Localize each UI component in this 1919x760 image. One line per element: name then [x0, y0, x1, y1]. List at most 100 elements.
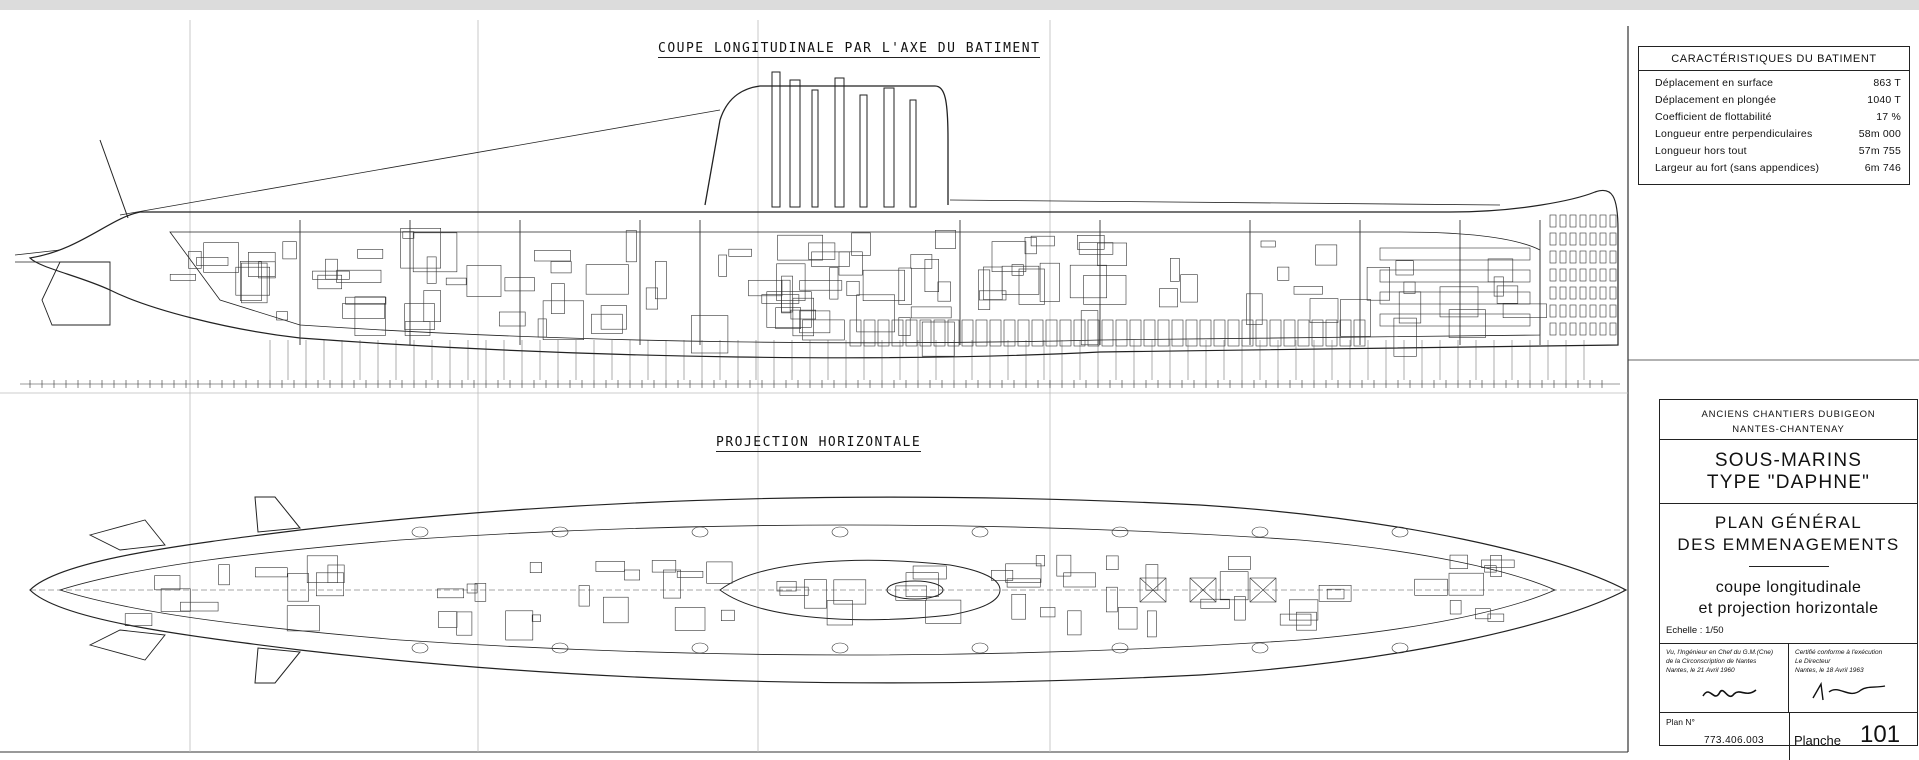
- compartment-details: [169, 214, 1617, 357]
- hatch-top: [1111, 526, 1129, 538]
- equipment-box: [1340, 298, 1371, 337]
- type-line-2: TYPE "DAPHNE": [1706, 472, 1871, 493]
- equipment-box: [591, 313, 623, 334]
- battery-cell: [961, 319, 974, 347]
- plan-equipment-box: [912, 565, 947, 580]
- equipment-box: [402, 231, 415, 239]
- plan-equipment-box: [1106, 555, 1119, 571]
- battery-cell: [877, 319, 890, 347]
- hatch-bottom: [1111, 642, 1129, 654]
- plan-equipment-box: [803, 579, 827, 609]
- equipment-box: [1293, 286, 1323, 295]
- plan-equipment-box: [1145, 564, 1159, 591]
- sail-outline: [704, 85, 949, 206]
- approval-left: Vu, l'Ingénieur en Chef du G.M.(Cne) de …: [1660, 644, 1789, 712]
- bow-frame-cell: [1549, 232, 1557, 246]
- approval-right: Certifié conforme à l'exécution Le Direc…: [1789, 644, 1917, 712]
- equipment-box: [550, 261, 572, 274]
- equipment-box: [851, 232, 871, 256]
- equipment-box: [799, 310, 831, 334]
- plan-equipment-box: [437, 588, 464, 599]
- plan-equipment-box: [1279, 613, 1312, 626]
- bow-frame-cell: [1549, 304, 1557, 318]
- equipment-box: [1496, 285, 1519, 304]
- equipment-box: [534, 250, 571, 262]
- approval-right-line-1: Certifié conforme à l'exécution: [1795, 649, 1883, 656]
- plan-equipment-box: [833, 579, 867, 605]
- plan-equipment-box: [1296, 611, 1317, 631]
- equipment-box: [808, 242, 836, 260]
- plan-tank-cross: [1189, 577, 1217, 603]
- battery-cell: [1073, 319, 1086, 347]
- shipyard-line-2: NANTES-CHANTENAY: [1732, 424, 1845, 435]
- equipment-box: [317, 274, 342, 290]
- equipment-box: [766, 291, 812, 328]
- equipment-box: [781, 279, 791, 314]
- plan-equipment-box: [603, 596, 629, 624]
- bow-frame-cell: [1559, 304, 1567, 318]
- plan-equipment-box: [180, 601, 219, 612]
- equipment-box: [728, 248, 752, 257]
- plan-equipment-box: [437, 611, 458, 628]
- battery-cell: [975, 319, 988, 347]
- plan-equipment-box: [826, 600, 853, 626]
- bow-frame-cell: [1609, 214, 1617, 228]
- characteristic-label: Longueur hors tout: [1655, 145, 1747, 157]
- equipment-box: [1011, 264, 1024, 276]
- equipment-box: [276, 311, 288, 321]
- bow-frame-cell: [1579, 232, 1587, 246]
- characteristic-value: 58m 000: [1858, 128, 1901, 140]
- bow-frame-cell: [1609, 286, 1617, 300]
- battery-cell: [1003, 319, 1016, 347]
- equipment-box: [838, 251, 863, 276]
- equipment-box: [1001, 265, 1040, 295]
- equipment-box: [504, 277, 535, 292]
- characteristic-label: Coefficient de flottabilité: [1655, 111, 1772, 123]
- bow-frame-cell: [1599, 322, 1607, 336]
- hatch-bottom: [831, 642, 849, 654]
- battery-cell: [1283, 319, 1296, 347]
- equipment-box: [781, 275, 793, 313]
- bow-frame-cell: [1579, 268, 1587, 282]
- casing-line: [119, 109, 1501, 216]
- plan-equipment-box: [255, 567, 288, 578]
- equipment-box: [1315, 244, 1338, 266]
- plan-equipment-box: [160, 588, 191, 612]
- plan-equipment-box: [1326, 588, 1345, 600]
- torpedo-tube: [1379, 269, 1531, 283]
- plan-equipment-box: [720, 609, 735, 622]
- equipment-box: [312, 270, 350, 280]
- bow-frame-cell: [1609, 250, 1617, 264]
- characteristic-label: Déplacement en surface: [1655, 77, 1774, 89]
- bow-frame-cell: [1549, 214, 1557, 228]
- battery-cell: [1269, 319, 1282, 347]
- characteristic-label: Largeur au fort (sans appendices): [1655, 162, 1820, 174]
- battery-cell: [1129, 319, 1142, 347]
- bow-frame-cell: [1609, 322, 1617, 336]
- battery-cell: [1059, 319, 1072, 347]
- type-line-1: SOUS-MARINS: [1714, 450, 1863, 471]
- title-separator: [1748, 566, 1829, 567]
- equipment-box: [937, 281, 951, 302]
- battery-cell: [1143, 319, 1156, 347]
- fold-lines: [0, 20, 1628, 752]
- plan-title: PLAN GÉNÉRAL DES EMMENAGEMENTS: [1660, 504, 1917, 564]
- characteristic-row: Largeur au fort (sans appendices)6m 746: [1639, 160, 1909, 177]
- horizontal-projection-title: PROJECTION HORIZONTALE: [716, 435, 922, 452]
- plan-number-label: Plan N°: [1666, 717, 1695, 727]
- desc-line-1: coupe longitudinale: [1715, 579, 1862, 596]
- plan-tank-cross: [1139, 577, 1167, 603]
- bow-frame-cell: [1599, 214, 1607, 228]
- battery-cell: [933, 319, 946, 347]
- plan-equipment-box: [1487, 613, 1505, 622]
- fin-bottom: [88, 629, 166, 661]
- planche-label: Planche: [1794, 733, 1841, 748]
- bow-frame-cell: [1559, 232, 1567, 246]
- equipment-box: [934, 230, 956, 249]
- plan-number-value: 773.406.003: [1704, 735, 1765, 746]
- equipment-box: [790, 309, 817, 320]
- battery-cell: [1311, 319, 1324, 347]
- battery-cell: [1325, 319, 1338, 347]
- plan-equipment-box: [1448, 572, 1484, 596]
